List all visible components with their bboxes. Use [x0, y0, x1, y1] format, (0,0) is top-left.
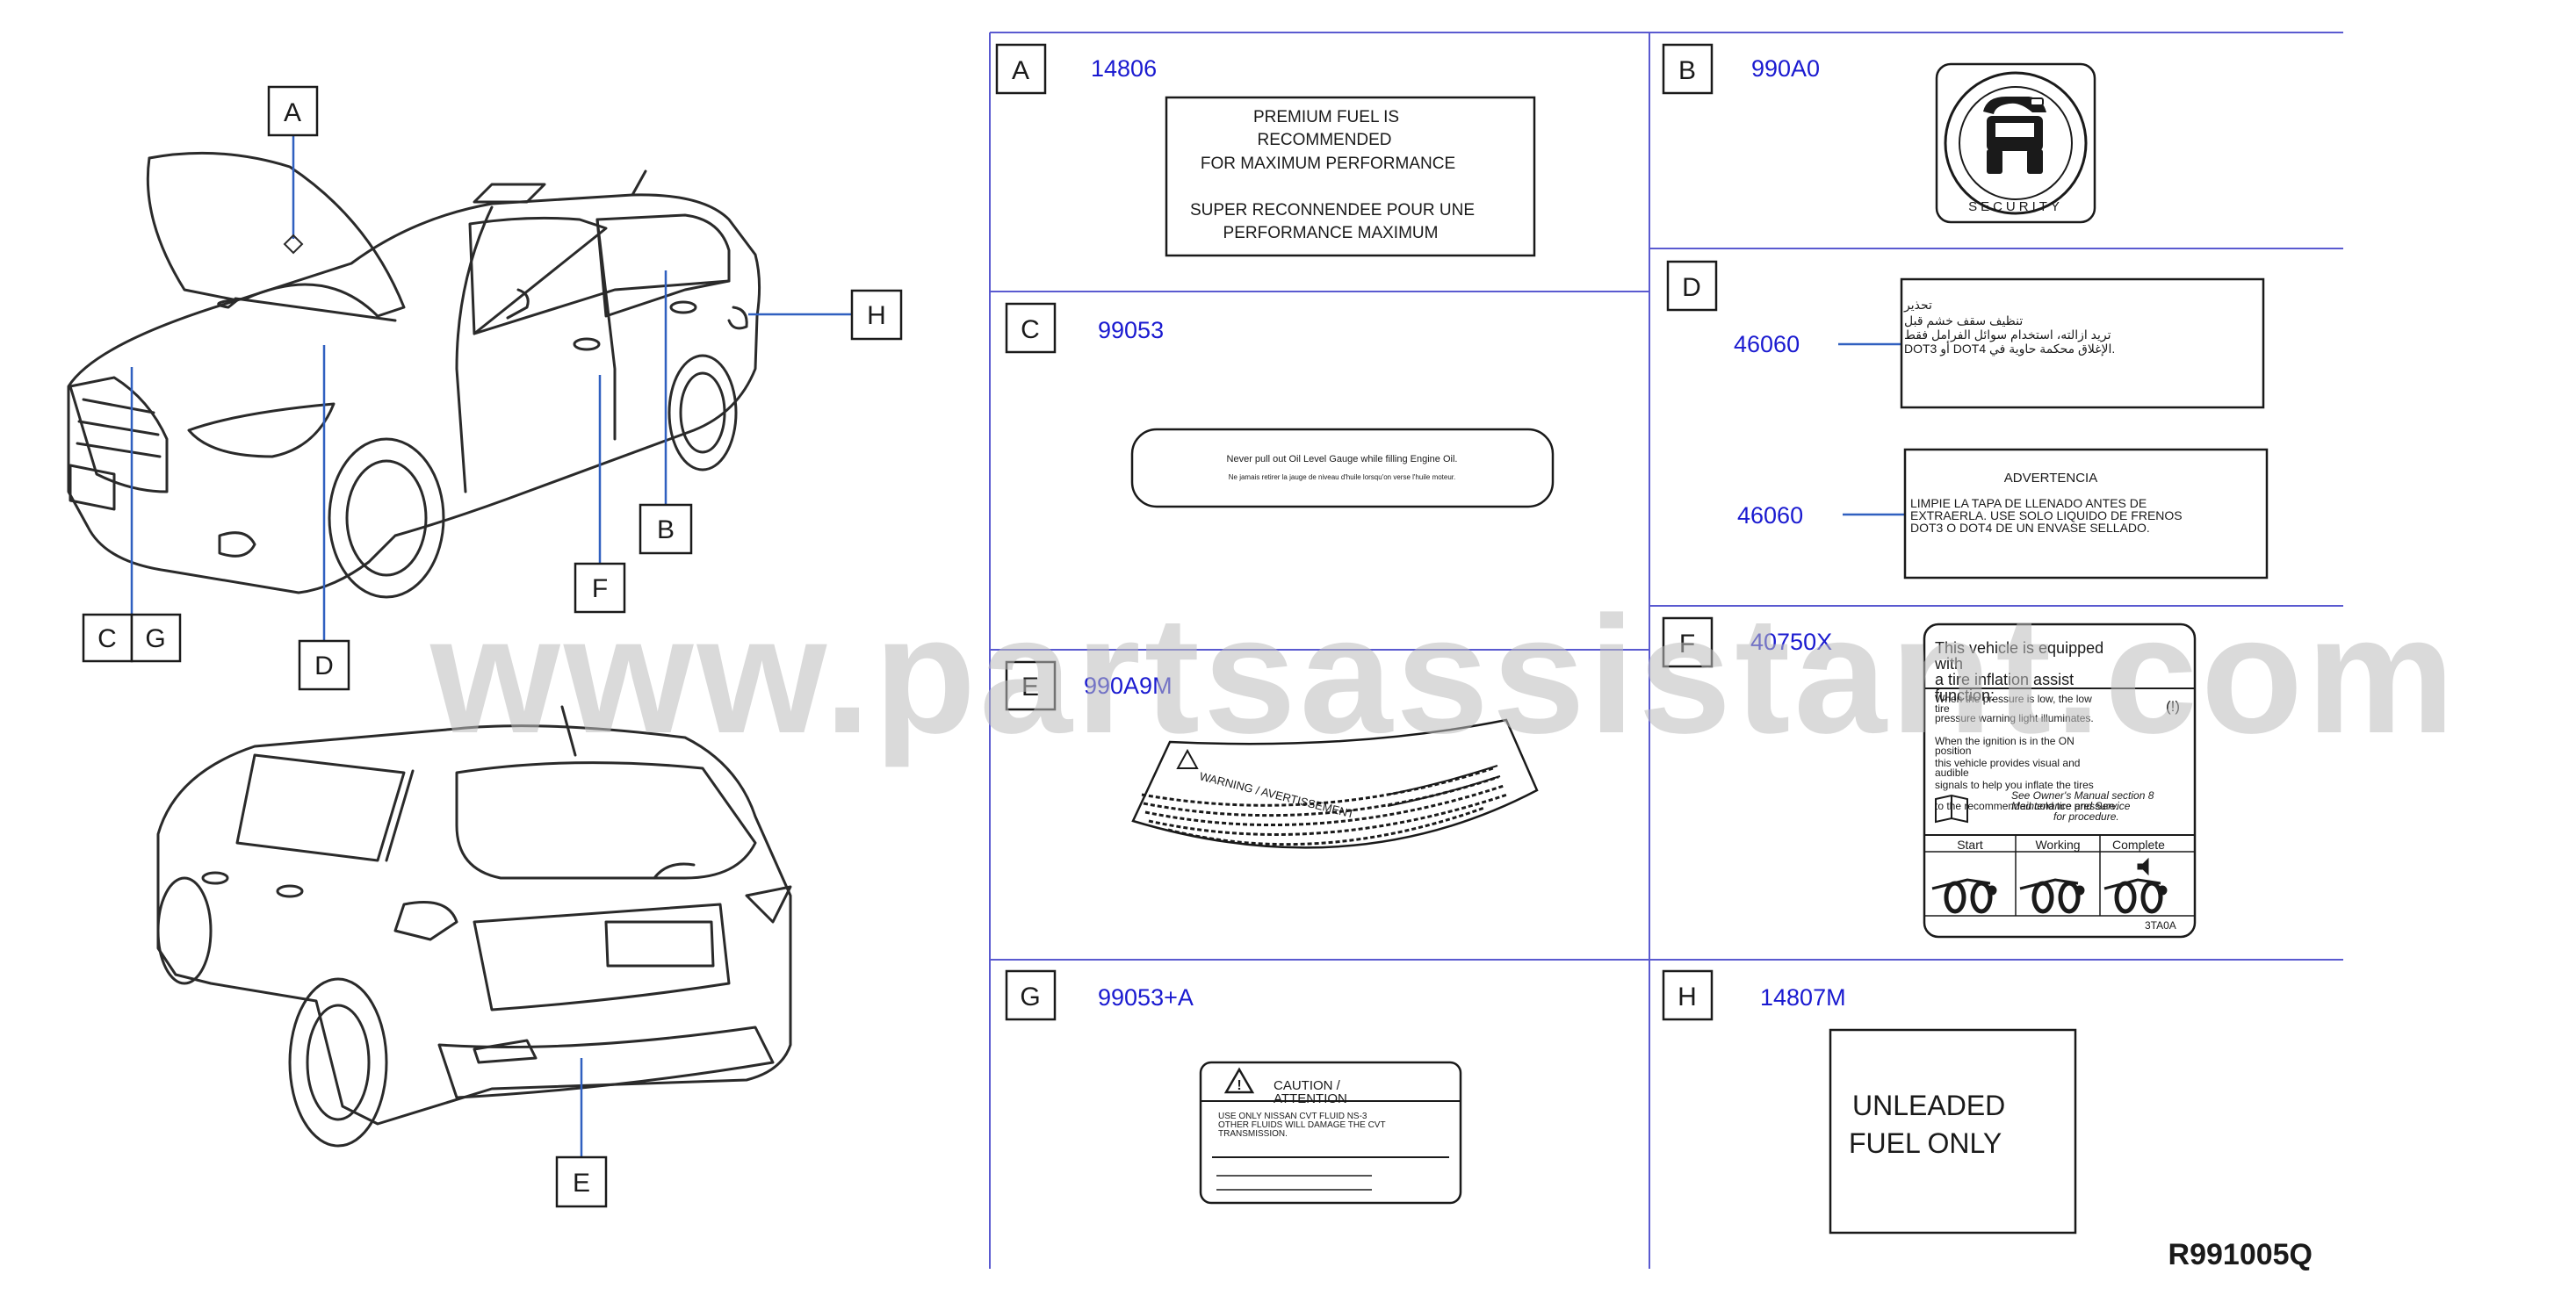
panel-d-letter: D — [1682, 273, 1701, 302]
panel-c-letter: C — [1021, 315, 1040, 344]
panel-f-part-number: 40750X — [1750, 629, 1832, 655]
panel-h-part-number: 14807M — [1760, 984, 1846, 1011]
callout-d: D — [314, 652, 334, 680]
panel-f-tire-inflation-label: This vehicle is equipped with a tire inf… — [1923, 623, 2197, 939]
watermark: www.partsassistant.com — [430, 582, 2458, 768]
panel-f-stage-complete: Complete — [2112, 838, 2165, 852]
panel-b-security-label: SECURITY — [1935, 62, 2096, 224]
panel-h-letter: H — [1678, 983, 1697, 1011]
panel-e-letter: E — [1021, 673, 1039, 702]
panel-f-stage-start: Start — [1957, 838, 1983, 852]
panel-a-fuel-label: PREMIUM FUEL IS RECOMMENDED FOR MAXIMUM … — [1165, 96, 1536, 257]
panel-f-letter: F — [1679, 630, 1695, 659]
rear-vehicle-drawing — [156, 705, 792, 1148]
panel-a-line-1: PREMIUM FUEL IS — [1253, 108, 1399, 126]
panel-f-stage-car-icons — [1931, 857, 2168, 914]
panel-c-part-number: 99053 — [1098, 317, 1164, 343]
panel-g-line-1: USE ONLY NISSAN CVT FLUID NS-3 — [1218, 1112, 1367, 1121]
panel-g-title-2: ATTENTION — [1274, 1091, 1347, 1106]
panel-g-caution-label: ! CAUTION / ATTENTION USE ONLY NISSAN CV… — [1199, 1061, 1462, 1205]
svg-text:!: ! — [1237, 1078, 1241, 1093]
panel-f-small-line-7: audible — [1935, 767, 1969, 779]
panel-c-line-1: Never pull out Oil Level Gauge while fil… — [1227, 454, 1458, 464]
panel-a-line-4: SUPER RECONNENDEE POUR UNE — [1190, 201, 1475, 220]
panel-d-spanish-line-1: LIMPIE LA TAPA DE LLENADO ANTES DE — [1910, 496, 2147, 510]
panel-e-part-number: 990A9M — [1084, 673, 1173, 699]
panel-d-brake-label-arabic: تحذير تنظيف سقف خشم قبل تريد ازالته، است… — [1900, 277, 2265, 409]
panel-f-manual-line-3: for procedure. — [2053, 810, 2119, 823]
panel-h-line-1: UNLEADED — [1852, 1090, 2005, 1121]
panel-d-arabic-line-4: DOT3 أو DOT4 الإغلاق محكمة حاوية في. — [1904, 341, 2115, 356]
panel-d-arabic-line-1: تحذير — [1903, 298, 1932, 313]
panel-g-letter: G — [1020, 983, 1040, 1011]
panel-g-warning-icon: ! — [1223, 1067, 1255, 1094]
panel-d-spanish-title: ADVERTENCIA — [2004, 471, 2097, 486]
panel-b-part-number: 990A0 — [1751, 55, 1820, 82]
panel-g-line-2: OTHER FLUIDS WILL DAMAGE THE CVT — [1218, 1120, 1386, 1130]
panel-f-small-line-1: When the pressure is low, the low — [1935, 693, 2092, 705]
callout-b: B — [657, 515, 675, 544]
panel-d-brake-label-spanish: ADVERTENCIA LIMPIE LA TAPA DE LLENADO AN… — [1903, 448, 2269, 580]
panel-f-small-line-4: When the ignition is in the ON — [1935, 735, 2075, 747]
panel-d-spanish-line-2: EXTRAERLA. USE SOLO LIQUIDO DE FRENOS — [1910, 508, 2183, 522]
panel-f-small-line-2: tire — [1935, 702, 1950, 715]
panel-f-line-1: This vehicle is equipped — [1935, 639, 2103, 657]
panel-b-ring-text: SECURITY — [1968, 199, 2063, 214]
callout-e: E — [573, 1169, 590, 1198]
panel-d-spanish-line-3: DOT3 O DOT4 DE UN ENVASE SELLADO. — [1910, 521, 2150, 535]
diagram-reference-code: R991005Q — [2168, 1238, 2313, 1271]
callout-h: H — [867, 301, 886, 330]
panel-b-letter: B — [1678, 56, 1696, 85]
panel-h-unleaded-label: UNLEADED FUEL ONLY — [1829, 1028, 2077, 1235]
panel-d-part-number-2: 46060 — [1737, 502, 1803, 529]
panel-f-book-icon — [1935, 794, 1968, 824]
panel-g-line-3: TRANSMISSION. — [1218, 1129, 1288, 1139]
panel-f-line-2: with — [1934, 655, 1963, 673]
panel-c-line-2: Ne jamais retirer la jauge de niveau d'h… — [1229, 473, 1456, 481]
panel-a-line-5: PERFORMANCE MAXIMUM — [1223, 224, 1439, 242]
panel-a-line-3: FOR MAXIMUM PERFORMANCE — [1201, 155, 1455, 173]
panel-g-title-1: CAUTION / — [1274, 1078, 1341, 1093]
panel-g-part-number: 99053+A — [1098, 984, 1194, 1011]
panel-c-oil-label: Never pull out Oil Level Gauge while fil… — [1130, 428, 1555, 508]
panel-a-line-2: RECOMMENDED — [1257, 131, 1391, 149]
panel-f-warning-light-icon: (!) — [2166, 698, 2180, 715]
panel-f-small-line-5: position — [1935, 745, 1971, 757]
panel-a-part-number: 14806 — [1091, 55, 1157, 82]
callout-f: F — [592, 574, 608, 603]
label-catalog-grid: A B C D E F G H 14806 990A0 99053 46060 … — [989, 32, 2343, 1269]
panel-f-stage-working: Working — [2035, 838, 2080, 852]
security-car-icon — [1983, 97, 2046, 174]
grid-rules — [989, 32, 2343, 1269]
vehicle-illustrations: A B C G D E F H — [67, 85, 903, 1208]
callout-g: G — [145, 624, 165, 653]
panel-d-arabic-line-3: تريد ازالته، استخدام سوائل الفرامل فقط — [1904, 328, 2111, 342]
panel-a-letter: A — [1012, 56, 1029, 85]
panel-f-line-3: a tire inflation assist — [1935, 671, 2074, 688]
callout-a: A — [284, 98, 301, 127]
panel-f-small-line-3: pressure warning light illuminates. — [1935, 712, 2094, 724]
panel-f-small-line-8: signals to help you inflate the tires — [1935, 779, 2094, 791]
panel-f-small-line-6: this vehicle provides visual and — [1935, 757, 2080, 769]
panel-f-manual-line-1: See Owner's Manual section 8 — [2011, 789, 2154, 802]
panel-d-part-number-1: 46060 — [1734, 331, 1800, 357]
panel-h-line-2: FUEL ONLY — [1849, 1127, 2002, 1159]
panel-f-code: 3TA0A — [2145, 919, 2176, 932]
panel-f-small-line-9: to the recommended cold tire pressure. — [1935, 800, 2118, 812]
callout-c: C — [97, 624, 117, 653]
front-vehicle-drawing — [67, 151, 761, 599]
panel-f-manual-line-2: Maintenance and Service — [2011, 800, 2131, 812]
panel-d-arabic-line-2: تنظيف سقف خشم قبل — [1904, 313, 2023, 328]
panel-f-line-4: function: — [1935, 687, 1995, 704]
